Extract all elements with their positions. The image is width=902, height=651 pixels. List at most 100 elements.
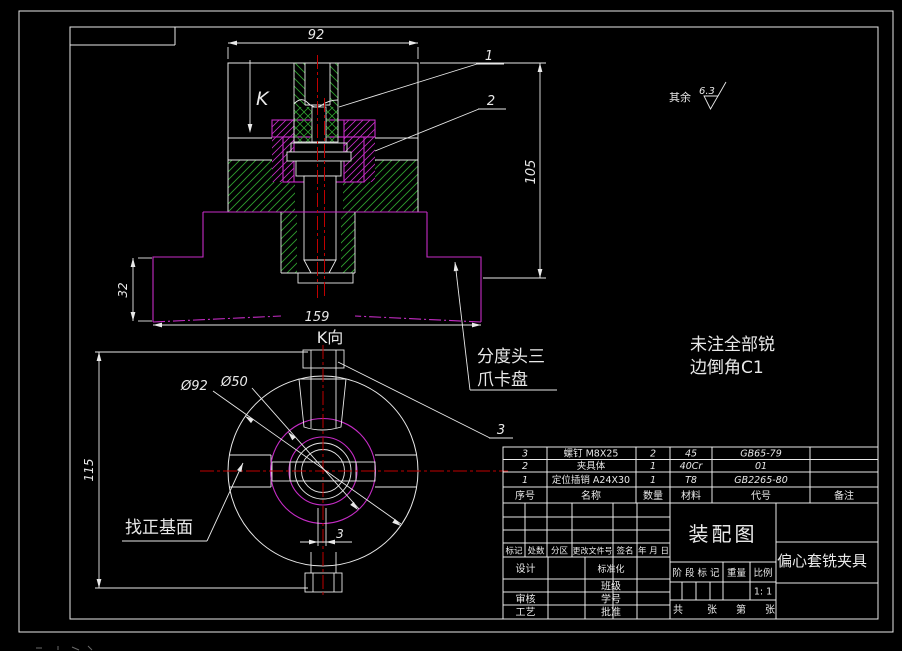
dia-92-text: Ø92 <box>180 379 208 394</box>
bom-row: 2 夹具体 1 40Cr 01 <box>522 460 767 472</box>
balloon-1-text: 1 <box>485 49 493 64</box>
bom-r3-name: 定位插销 A24X30 <box>552 474 630 486</box>
bom-header-name: 名称 <box>581 489 601 502</box>
dim-dia50: Ø50 <box>220 375 360 512</box>
front-section-view: 92 K 1 2 105 <box>116 28 546 439</box>
rev-doc-no: 更改文件号 <box>573 546 613 556</box>
chuck-callout: 分度头三 爪卡盘 <box>452 261 557 391</box>
base-plate <box>152 211 482 323</box>
balloon-1: 1 <box>338 49 504 108</box>
dim-3: 3 <box>300 508 352 546</box>
label-audit: 审核 <box>516 593 536 606</box>
k-arrow-label: K <box>256 88 270 110</box>
label-design: 设计 <box>516 562 536 575</box>
bom-r3-qty: 1 <box>650 475 656 486</box>
label-class: 班级 <box>601 581 621 593</box>
bom-r1-code: GB65-79 <box>740 449 781 460</box>
surface-roughness-note: 其余 6.3 <box>669 81 727 110</box>
sheet-frame <box>18 10 894 633</box>
bushing <box>271 119 376 183</box>
sheet-total-label: 共 <box>673 604 683 616</box>
rev-count: 处数 <box>527 546 545 557</box>
cropped-glyphs <box>36 645 93 651</box>
surface-value: 6.3 <box>699 86 715 97</box>
sheet-count-row: 共 张 第 张 <box>673 603 775 616</box>
sheet-label-1: 张 <box>707 604 717 616</box>
bom-r3-material: T8 <box>685 475 697 486</box>
locating-pin <box>293 62 339 143</box>
k-direction-view: 3 115 Ø92 Ø50 找正基面 <box>82 261 557 597</box>
bom-header-qty: 数量 <box>643 489 663 502</box>
dim-159-text: 159 <box>305 310 330 325</box>
bom-header-code: 代号 <box>751 490 771 502</box>
sheet-label-2: 张 <box>765 604 775 616</box>
rev-date: 年 月 日 <box>638 546 669 557</box>
screw <box>286 142 352 274</box>
chamfer-note: 未注全部锐 边倒角C1 <box>690 335 775 378</box>
chamfer-note-line2: 边倒角C1 <box>690 358 764 378</box>
bom-header-material: 材料 <box>681 489 701 502</box>
datum-callout: 找正基面 <box>122 461 246 542</box>
label-scale: 比例 <box>753 567 772 579</box>
dim-3-text: 3 <box>336 527 344 541</box>
bom-r2-no: 2 <box>522 461 528 472</box>
bom-r1-qty: 2 <box>650 449 656 460</box>
bom-r3-no: 1 <box>522 475 528 486</box>
dim-105-text: 105 <box>524 160 539 185</box>
bom-r3-code: GB2265-80 <box>734 475 788 486</box>
chuck-label-line2: 爪卡盘 <box>477 370 528 390</box>
stage-weight-scale: 阶 段 标 记 重量 比例 1: 1 <box>672 567 772 598</box>
k-view-title: K向 <box>317 328 344 347</box>
scale-value: 1: 1 <box>754 587 772 598</box>
label-weight: 重量 <box>727 567 747 579</box>
balloon-2: 2 <box>374 94 506 152</box>
bom-r2-name: 夹具体 <box>577 460 606 472</box>
rev-sign: 签名 <box>616 546 633 557</box>
label-stage: 阶 段 标 记 <box>672 567 720 579</box>
workpiece-hatch <box>298 378 347 431</box>
bom-r2-code: 01 <box>755 461 767 472</box>
signature-labels: 设计 标准化 班级 审核 学号 工艺 批准 <box>516 562 625 619</box>
roughness-icon <box>703 81 727 110</box>
chuck-label-line1: 分度头三 <box>477 347 545 367</box>
dim-115-text: 115 <box>82 459 96 482</box>
bom-row: 1 定位插销 A24X30 1 T8 GB2265-80 <box>522 474 788 486</box>
balloon-3: 3 <box>337 361 513 439</box>
dim-159: 159 <box>153 310 481 328</box>
dim-115: 115 <box>82 351 308 589</box>
bom-r1-material: 45 <box>685 449 697 460</box>
label-process: 工艺 <box>516 607 536 619</box>
drawing-title: 装配图 <box>689 522 758 546</box>
dim-dia92: Ø92 <box>180 379 403 528</box>
part-name: 偏心套铣夹具 <box>777 552 867 570</box>
datum-label: 找正基面 <box>125 518 193 538</box>
bom-row: 3 螺钉 M8X25 2 45 GB65-79 <box>522 449 782 460</box>
revision-header-row: 标记 处数 分区 更改文件号 签名 年 月 日 <box>505 546 668 557</box>
dim-92: 92 <box>227 28 419 59</box>
rev-mark: 标记 <box>505 546 523 557</box>
label-approve: 批准 <box>601 606 621 619</box>
sheet-no-label: 第 <box>736 603 746 616</box>
balloon-2-text: 2 <box>487 94 495 109</box>
dim-105: 105 <box>420 62 546 279</box>
title-block: 3 螺钉 M8X25 2 45 GB65-79 2 夹具体 1 40Cr 01 … <box>502 446 879 620</box>
bom-r1-no: 3 <box>522 449 528 460</box>
bom-r2-material: 40Cr <box>680 461 704 472</box>
chamfer-note-line1: 未注全部锐 <box>690 335 775 355</box>
bom-header-no: 序号 <box>515 489 535 502</box>
fixture-body-hatch <box>228 160 418 273</box>
dim-92-text: 92 <box>308 28 325 43</box>
bom-r2-qty: 1 <box>650 461 656 472</box>
balloon-3-text: 3 <box>497 423 505 438</box>
k-view-arrow: K <box>247 60 270 133</box>
bom-r1-name: 螺钉 M8X25 <box>564 449 619 460</box>
bom-header-row: 序号 名称 数量 材料 代号 备注 <box>515 489 854 502</box>
surface-prefix: 其余 <box>669 90 691 104</box>
dia-50-text: Ø50 <box>220 375 248 390</box>
label-student-no: 学号 <box>601 593 621 606</box>
rev-zone: 分区 <box>551 547 569 557</box>
dim-32: 32 <box>116 257 152 322</box>
bom-header-remark: 备注 <box>834 489 854 502</box>
